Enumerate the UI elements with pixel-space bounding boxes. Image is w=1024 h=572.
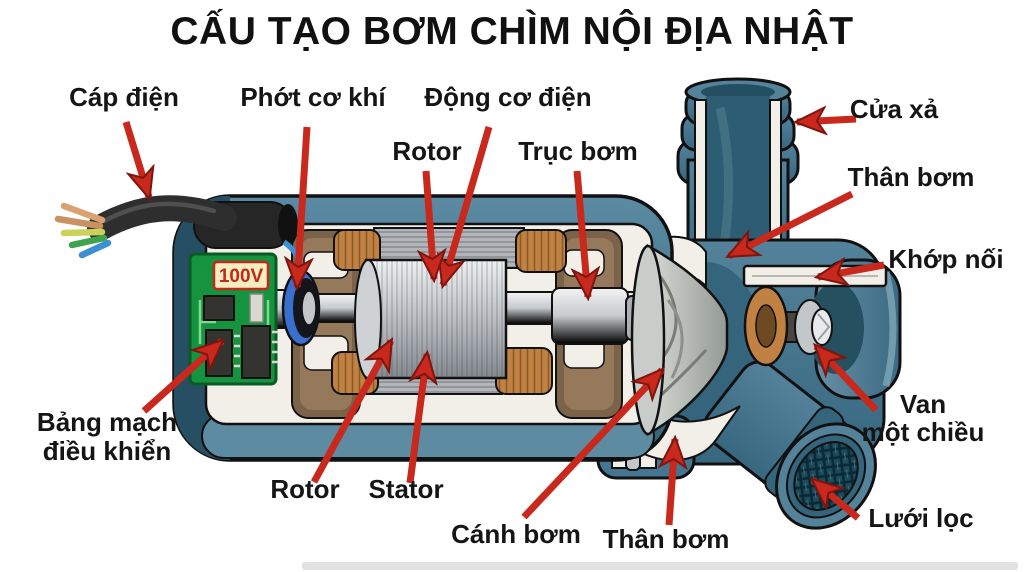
- control-board: 100V: [188, 252, 278, 386]
- label-truc-bom: Trục bơm: [518, 136, 638, 166]
- arrow-cap-dien: [122, 120, 149, 197]
- power-cable: [87, 195, 237, 241]
- label-phot-co-khi: Phớt cơ khí: [240, 82, 386, 112]
- arrow-phot-co-khi: [297, 126, 307, 287]
- label-dong-co-dien: Động cơ điện: [424, 82, 592, 112]
- label-van-mot-chieu: Van một chiều: [848, 390, 998, 446]
- watermark-strip: [302, 562, 1018, 570]
- label-cap-dien: Cáp điện: [69, 82, 179, 112]
- label-bang-mach-line1: Bảng mạch: [36, 407, 178, 437]
- arrow-stator: [406, 354, 427, 484]
- check-valve: [794, 299, 833, 355]
- arrow-khop-noi: [818, 265, 885, 277]
- label-rotor-top: Rotor: [392, 136, 462, 166]
- arrow-rotor-bottom: [310, 341, 395, 484]
- arrow-than-bom-right: [729, 190, 854, 260]
- arrow-dong-co-dien: [443, 126, 493, 285]
- arrow-rotor-top: [426, 170, 434, 279]
- label-rotor-bottom: Rotor: [270, 474, 340, 504]
- label-than-bom-right: Thân bơm: [847, 162, 975, 192]
- page-title: CẤU TẠO BƠM CHÌM NỘI ĐỊA NHẬT: [170, 10, 854, 53]
- label-stator: Stator: [368, 474, 444, 504]
- label-van-line2: một chiều: [861, 417, 985, 448]
- label-khop-noi: Khớp nối: [888, 244, 1004, 274]
- callout-arrows: [122, 119, 885, 526]
- board-voltage-label: 100V: [212, 260, 270, 291]
- arrow-van-mot-chieu: [816, 346, 879, 413]
- label-bang-mach-line2: điều khiển: [42, 435, 172, 466]
- label-luoi-loc: Lưới lọc: [868, 503, 974, 533]
- label-than-bom-bottom: Thân bơm: [602, 524, 730, 554]
- shaft-bushing: [743, 285, 809, 367]
- stator-windings: [331, 229, 567, 395]
- arrow-bang-mach: [141, 341, 222, 414]
- arrow-than-bom-bottom: [669, 439, 675, 526]
- arrow-cua-xa: [797, 119, 857, 122]
- wire-ends: [54, 202, 112, 259]
- label-cua-xa: Cửa xả: [849, 94, 939, 124]
- arrow-luoi-loc: [813, 480, 861, 521]
- label-bang-mach: Bảng mạch điều khiển: [12, 408, 202, 465]
- label-canh-bom: Cánh bơm: [451, 519, 581, 549]
- mechanical-seal: [281, 269, 321, 347]
- label-van-line1: Van: [899, 389, 947, 419]
- svg-text:100V: 100V: [219, 266, 264, 287]
- arrow-canh-bom: [521, 370, 662, 520]
- arrow-truc-bom: [577, 170, 588, 297]
